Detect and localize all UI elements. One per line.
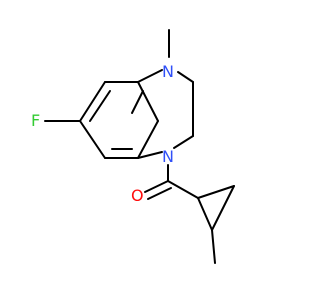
bond-ring-double-1	[89, 90, 111, 122]
bond-cyclopropyl-1	[197, 185, 235, 199]
bond-cyclopropyl-methyl	[211, 229, 216, 264]
atom-oxygen-label: O	[131, 186, 144, 205]
bond-ring-c3-c4	[137, 81, 159, 122]
bond-n-bottom-c5	[137, 151, 163, 159]
bonds	[44, 29, 235, 264]
bond-cyclopropyl-2	[211, 185, 235, 231]
bond-ring-c6-c1	[79, 120, 106, 159]
atom-fluorine-label: F	[31, 111, 40, 130]
bond-ring-double-2	[131, 90, 144, 114]
bond-carbonyl-o-1	[144, 180, 169, 193]
bond-carbonyl-cyclopropyl	[167, 180, 199, 199]
bond-cyclopropyl-3	[197, 197, 213, 231]
molecule-structure: F N N O	[31, 29, 235, 264]
bond-ring-c4-c5	[137, 120, 159, 159]
atom-nitrogen-bottom-label: N	[162, 147, 174, 166]
molecule-canvas: F N N O	[31, 29, 235, 264]
bond-ring-c1-c2	[79, 81, 106, 122]
bond-c3-n-top	[137, 69, 163, 83]
bond-carbonyl-o-2	[147, 187, 172, 200]
bond-c-n-bottom	[173, 135, 194, 149]
atom-nitrogen-top-label: N	[162, 62, 174, 81]
bond-n-top-c	[177, 71, 194, 83]
